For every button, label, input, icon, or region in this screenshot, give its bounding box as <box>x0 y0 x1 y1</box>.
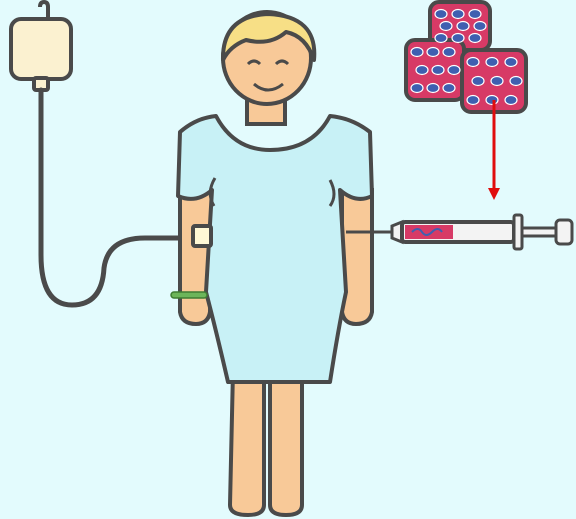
cell-spot <box>510 77 522 86</box>
cell-spot <box>416 66 428 75</box>
cell-spot <box>472 77 484 86</box>
cell-spot <box>435 10 447 19</box>
cell-spot <box>467 58 479 67</box>
cell-spot <box>411 84 423 93</box>
cell-spot <box>452 34 464 43</box>
cell-spot <box>486 96 498 105</box>
cell-spot <box>427 84 439 93</box>
cell-spot <box>486 58 498 67</box>
cell-spot <box>435 34 447 43</box>
cell-spot <box>452 10 464 19</box>
cell-spot <box>440 22 452 31</box>
cell-spot <box>491 77 503 86</box>
cell-spot <box>432 66 444 75</box>
cell-spot <box>427 48 439 57</box>
cell-spot <box>469 34 481 43</box>
patient-head <box>223 12 314 104</box>
cell-spot <box>443 84 455 93</box>
cell-spot <box>474 22 486 31</box>
patient-legs <box>230 370 302 515</box>
wristband-icon <box>171 292 207 298</box>
cell-spot <box>467 96 479 105</box>
cell-spot <box>448 66 460 75</box>
cell-spot <box>411 48 423 57</box>
cell-spot <box>505 96 517 105</box>
cell-spot <box>469 10 481 19</box>
cell-spot <box>443 48 455 57</box>
cell-spot <box>505 58 517 67</box>
cell-spot <box>457 22 469 31</box>
iv-port-icon <box>193 226 211 246</box>
